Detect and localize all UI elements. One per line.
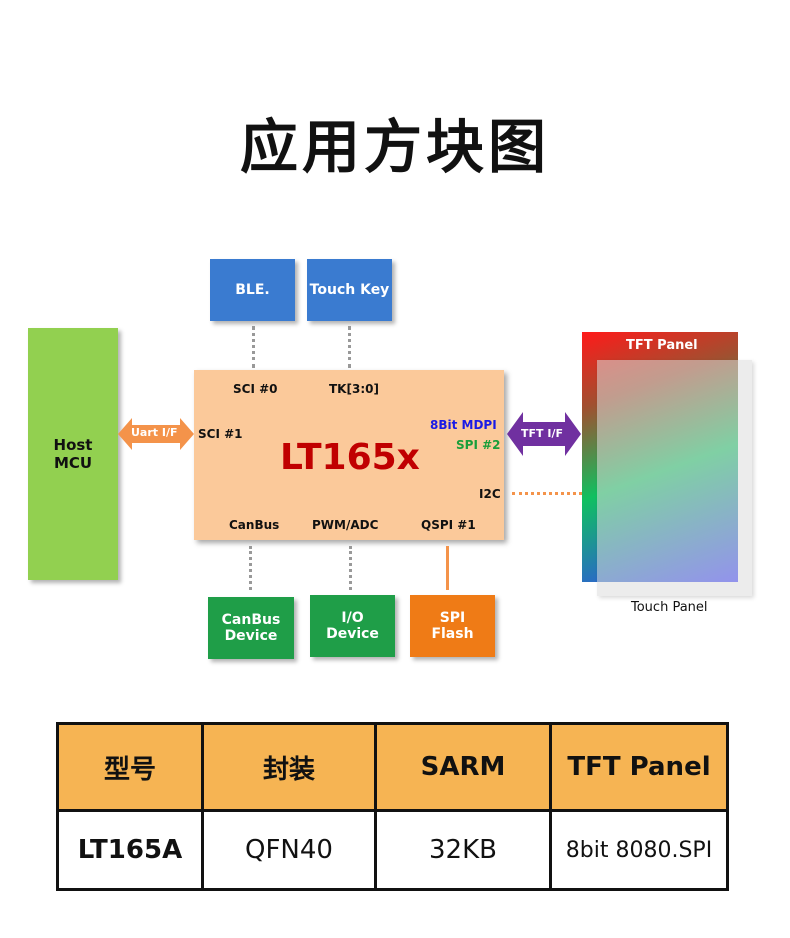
cell-model: LT165A (56, 809, 204, 891)
spi2-label: SPI #2 (456, 438, 501, 452)
page-title: 应用方块图 (239, 113, 550, 181)
i2c-connector (512, 492, 588, 495)
table-row: LT165A QFN40 32KB 8bit 8080.SPI (56, 809, 729, 891)
io-device-block: I/O Device (310, 595, 395, 657)
header-model: 型号 (56, 722, 204, 812)
pwm-label: PWM/ADC (312, 518, 379, 532)
sci1-label: SCI #1 (198, 427, 243, 441)
host-mcu-block: Host MCU (28, 328, 118, 580)
canbus-device-block: CanBus Device (208, 597, 294, 659)
header-package: 封装 (201, 722, 377, 812)
qspi-connector (446, 546, 449, 590)
ble-block: BLE. (210, 259, 295, 321)
chip-name: LT165x (280, 437, 420, 478)
tk-label: TK[3:0] (329, 382, 379, 396)
spi-flash-block: SPI Flash (410, 595, 495, 657)
lt165x-chip-block (194, 370, 504, 540)
uart-label: Uart I/F (131, 426, 178, 439)
canbus-connector (249, 546, 252, 590)
io-connector (349, 546, 352, 590)
touch-key-connector (348, 326, 351, 368)
table-header-row: 型号 封装 SARM TFT Panel (56, 722, 729, 812)
sci0-label: SCI #0 (233, 382, 278, 396)
header-tft: TFT Panel (549, 722, 729, 812)
cell-package: QFN40 (201, 809, 377, 891)
touch-panel (597, 360, 752, 596)
uart-arrow (118, 418, 194, 450)
ble-connector (252, 326, 255, 368)
mdpi-label: 8Bit MDPI (430, 418, 497, 432)
canbus-label: CanBus (229, 518, 280, 532)
spec-table: 型号 封装 SARM TFT Panel LT165A QFN40 32KB 8… (56, 722, 729, 891)
tft-if-label: TFT I/F (521, 427, 563, 440)
i2c-label: I2C (479, 487, 501, 501)
header-sram: SARM (374, 722, 552, 812)
cell-sram: 32KB (374, 809, 552, 891)
tft-if-arrow (507, 412, 581, 456)
qspi-label: QSPI #1 (421, 518, 476, 532)
touch-key-block: Touch Key (307, 259, 392, 321)
touch-panel-label: Touch Panel (631, 600, 708, 615)
tft-panel-label: TFT Panel (626, 338, 698, 353)
cell-tft: 8bit 8080.SPI (549, 809, 729, 891)
